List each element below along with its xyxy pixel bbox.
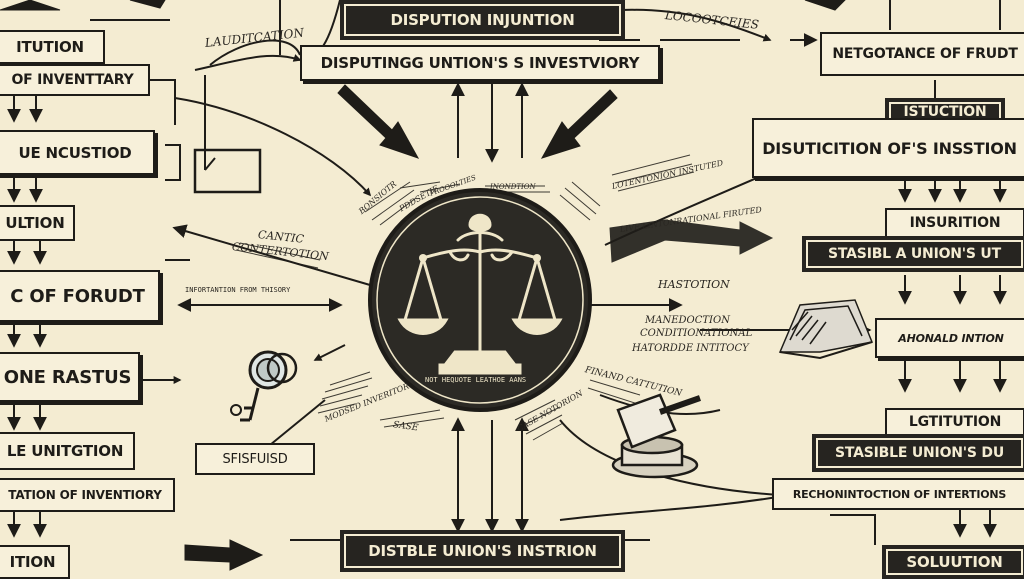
right-box-4: INSURITION xyxy=(885,208,1024,238)
right-box-6: AHONALD INTION xyxy=(875,318,1024,358)
right-box-7: LGTITUTION xyxy=(885,408,1024,436)
left-box-4: ULTION xyxy=(0,205,75,241)
left-box-7: LE UNITGTION xyxy=(0,432,135,470)
left-box-6: ONE RASTUS xyxy=(0,352,140,402)
left-box-2: OF INVENTTARY xyxy=(0,64,150,96)
left-box-8: TATION OF INVENTIORY xyxy=(0,478,175,512)
left-box-3: UE NCUSTIOD xyxy=(0,130,155,175)
center-top-title: DISPUTION INJUNTION xyxy=(340,0,625,40)
label-mid-right-5: CONDITIONATIONAL xyxy=(640,328,753,339)
left-box-9: ITION xyxy=(0,545,70,579)
scales-of-justice-icon xyxy=(368,188,592,412)
emblem-caption: NOT HEQUOTE LEATHOE AANS xyxy=(425,376,527,384)
right-box-9: RECHONINTOCTION OF INTERTIONS xyxy=(772,478,1024,510)
right-box-1: NETGOTANCE OF FRUDT xyxy=(820,32,1024,76)
right-box-3: DISUTICITION OF'S INSSTION xyxy=(752,118,1024,178)
label-mid-right-4: MANEDOCTION xyxy=(645,315,730,326)
gavel-icon xyxy=(611,393,701,479)
book-icon xyxy=(778,299,874,360)
lower-left-label: SFISFUISD xyxy=(195,443,315,475)
right-box-8: STASIBLE UNION'S DU xyxy=(812,434,1024,472)
left-box-1: ITUTION xyxy=(0,30,105,64)
center-bottom-title: DISTBLE UNION'S INSTRION xyxy=(340,530,625,572)
label-mid-left-3: INFORTANTION FROM THISORY xyxy=(185,286,291,294)
right-box-5: STASIBL A UNION'S UT xyxy=(802,236,1024,272)
label-small-e: INONDTION xyxy=(490,183,536,191)
right-box-10: SOLUUTION xyxy=(882,545,1024,579)
center-main-title: DISPUTINGG UNTION'S S INVESTVIORY xyxy=(300,45,660,81)
left-box-5: C OF FORUDT xyxy=(0,270,160,322)
label-mid-right-6: HATORDDE INTITOCY xyxy=(632,343,749,354)
label-mid-right-3: HASTOTION xyxy=(658,278,730,291)
magnifier-key-icon xyxy=(230,350,298,422)
